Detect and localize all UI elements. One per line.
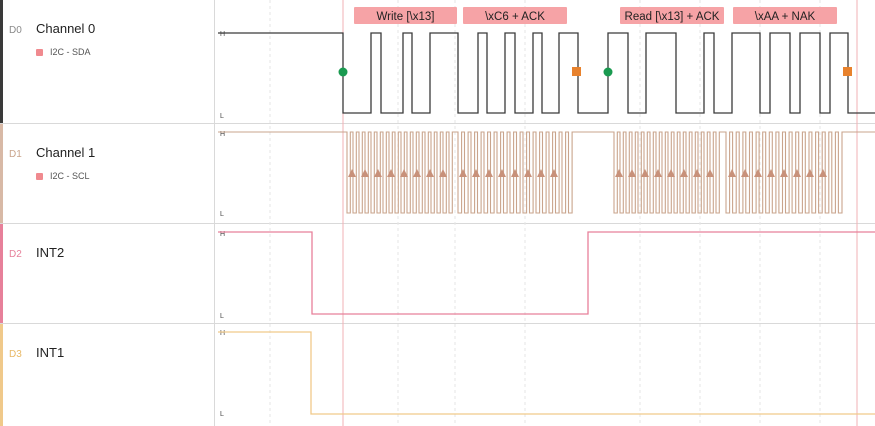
- channel-label-panel[interactable]: D2 INT2: [0, 224, 215, 323]
- analyzer-label: I2C - SCL: [50, 171, 90, 181]
- level-low-label: L: [220, 211, 224, 218]
- i2c-start-marker[interactable]: [338, 67, 348, 77]
- level-high-label: H: [220, 231, 225, 238]
- svg-text:\xC6 + ACK: \xC6 + ACK: [485, 11, 545, 23]
- channel-color-bar: [0, 0, 3, 123]
- svg-text:Write [\x13]: Write [\x13]: [377, 11, 435, 23]
- level-labels: H L H L H L H L: [220, 31, 225, 418]
- annotation-data-nak[interactable]: \xAA + NAK: [733, 7, 837, 24]
- level-low-label: L: [220, 411, 224, 418]
- channel-row-d2[interactable]: D2 INT2: [0, 224, 875, 324]
- i2c-start-marker[interactable]: [603, 67, 613, 77]
- analyzer-label: I2C - SDA: [50, 47, 91, 57]
- channel-name[interactable]: INT1: [36, 345, 65, 360]
- channel-row-d0[interactable]: D0 Channel 0 I2C - SDA: [0, 0, 875, 124]
- level-high-label: H: [220, 31, 225, 38]
- channel-row-d1[interactable]: D1 Channel 1 I2C - SCL: [0, 124, 875, 224]
- svg-text:\xAA + NAK: \xAA + NAK: [755, 11, 816, 23]
- analyzer-tag[interactable]: I2C - SCL: [36, 169, 90, 183]
- channel-name[interactable]: Channel 0: [36, 21, 96, 36]
- channel-label-panel[interactable]: D0 Channel 0 I2C - SDA: [0, 0, 215, 123]
- channel-label-panel[interactable]: D1 Channel 1 I2C - SCL: [0, 124, 215, 223]
- level-high-label: H: [220, 330, 225, 337]
- level-low-label: L: [220, 313, 224, 320]
- channel-color-bar: [0, 124, 3, 223]
- level-low-label: L: [220, 113, 224, 120]
- scl-clock-arrows: [348, 169, 827, 177]
- waveform-d3-int1: [218, 331, 875, 415]
- analyzer-tag[interactable]: I2C - SDA: [36, 45, 91, 59]
- i2c-stop-marker[interactable]: [572, 67, 581, 76]
- channel-name[interactable]: Channel 1: [36, 145, 96, 160]
- waveform-d0-sda: [218, 32, 875, 114]
- i2c-stop-marker[interactable]: [843, 67, 852, 76]
- channel-label-panel[interactable]: D3 INT1: [0, 324, 215, 426]
- channel-row-d3[interactable]: D3 INT1: [0, 324, 875, 426]
- channel-id: D2: [9, 249, 22, 260]
- level-high-label: H: [220, 131, 225, 138]
- svg-text:Read [\x13] + ACK: Read [\x13] + ACK: [625, 11, 720, 23]
- annotation-read-address[interactable]: Read [\x13] + ACK: [620, 7, 724, 24]
- channel-id: D0: [9, 25, 22, 36]
- channel-id: D1: [9, 149, 22, 160]
- annotation-write-address[interactable]: Write [\x13]: [354, 7, 457, 24]
- channel-color-bar: [0, 224, 3, 323]
- waveform-d1-scl: [218, 131, 875, 214]
- annotation-data-ack[interactable]: \xC6 + ACK: [463, 7, 567, 24]
- decoded-annotations: Write [\x13] \xC6 + ACK Read [\x13] + AC…: [354, 7, 837, 24]
- analyzer-color-swatch: [36, 48, 43, 56]
- channel-id: D3: [9, 349, 22, 360]
- channel-color-bar: [0, 324, 3, 426]
- analyzer-color-swatch: [36, 172, 43, 180]
- waveform-d2-int2: [218, 231, 875, 315]
- channel-name[interactable]: INT2: [36, 245, 65, 260]
